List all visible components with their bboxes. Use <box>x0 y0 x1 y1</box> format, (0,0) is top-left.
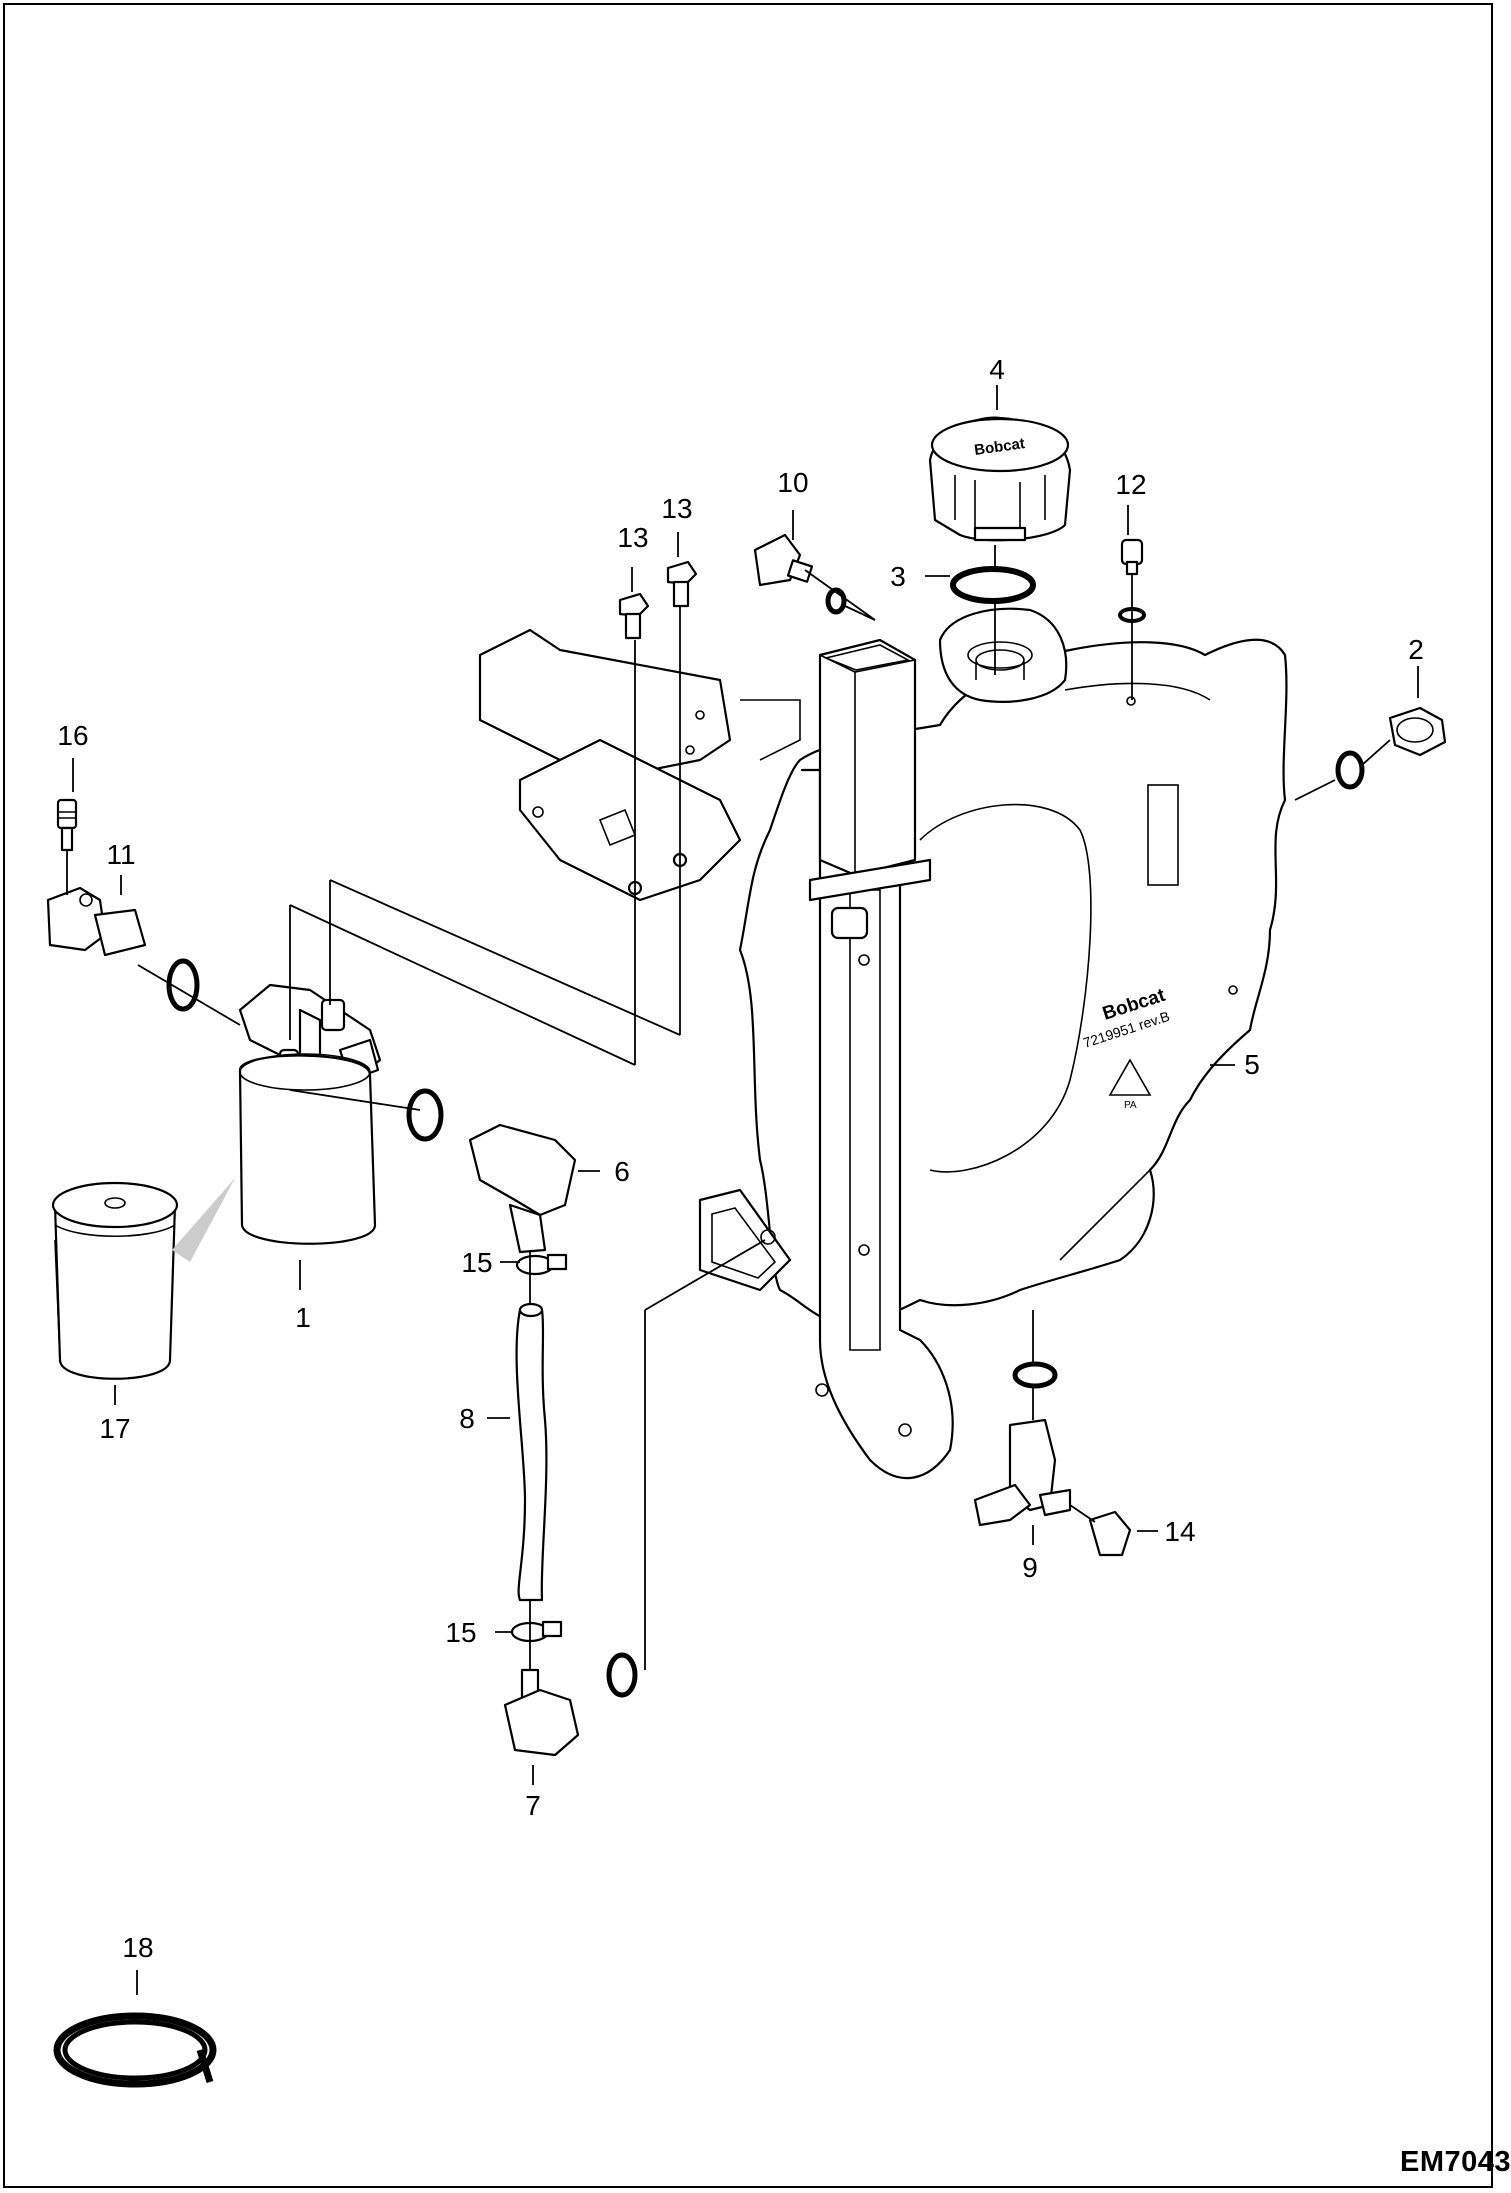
callout-18: 18 <box>122 1932 154 1963</box>
callout-12: 12 <box>1115 469 1147 500</box>
mounting-bracket <box>478 628 801 902</box>
callout-15-lower: 15 <box>445 1617 477 1648</box>
cap-seal-ring <box>950 566 1036 604</box>
hose-clamp-upper <box>515 1253 568 1276</box>
fitting-16 <box>56 798 78 852</box>
drawing-frame <box>3 3 1493 2188</box>
fuel-hose <box>515 1308 548 1602</box>
callout-9: 9 <box>1022 1552 1038 1583</box>
callout-5: 5 <box>1244 1049 1260 1080</box>
elbow-6 <box>406 1088 577 1254</box>
tee-fitting-9 <box>973 1361 1072 1527</box>
callout-7: 7 <box>525 1790 541 1821</box>
callout-16: 16 <box>57 720 89 751</box>
tank-material-mark: PA <box>1124 1100 1137 1111</box>
callout-14: 14 <box>1164 1516 1196 1547</box>
fitting-10 <box>753 533 847 615</box>
callout-2: 2 <box>1408 634 1424 665</box>
filler-tube <box>808 638 932 940</box>
callout-15-upper: 15 <box>461 1247 493 1278</box>
callout-10: 10 <box>777 467 809 498</box>
fuel-cap: Bobcat <box>928 416 1072 542</box>
bolt-13-left <box>618 592 650 640</box>
cap-14 <box>1088 1510 1132 1557</box>
elbow-11 <box>46 886 200 1012</box>
elbow-7 <box>503 1652 638 1757</box>
assembly-lines <box>66 385 1419 1995</box>
filter-element <box>51 1178 235 1380</box>
bolt-13-right <box>666 560 698 608</box>
callout-13-left: 13 <box>617 522 649 553</box>
fuel-tank: Bobcat 7219951 rev.B PA <box>698 607 1288 1480</box>
callout-13-right: 13 <box>661 493 693 524</box>
tubing-coil-18 <box>53 2012 217 2088</box>
plug-2 <box>1335 706 1447 790</box>
drawing-code: EM7043 <box>1400 2146 1511 2178</box>
cap-brand-mark: Bobcat <box>973 435 1026 459</box>
callout-8: 8 <box>459 1403 475 1434</box>
callout-6: 6 <box>614 1156 630 1187</box>
callout-11: 11 <box>106 839 136 870</box>
fuel-filter <box>238 1053 377 1245</box>
callout-4: 4 <box>989 354 1005 385</box>
hose-clamp-lower <box>510 1620 563 1643</box>
callout-3: 3 <box>890 561 906 592</box>
callout-1: 1 <box>295 1302 311 1333</box>
callout-17: 17 <box>99 1413 131 1444</box>
